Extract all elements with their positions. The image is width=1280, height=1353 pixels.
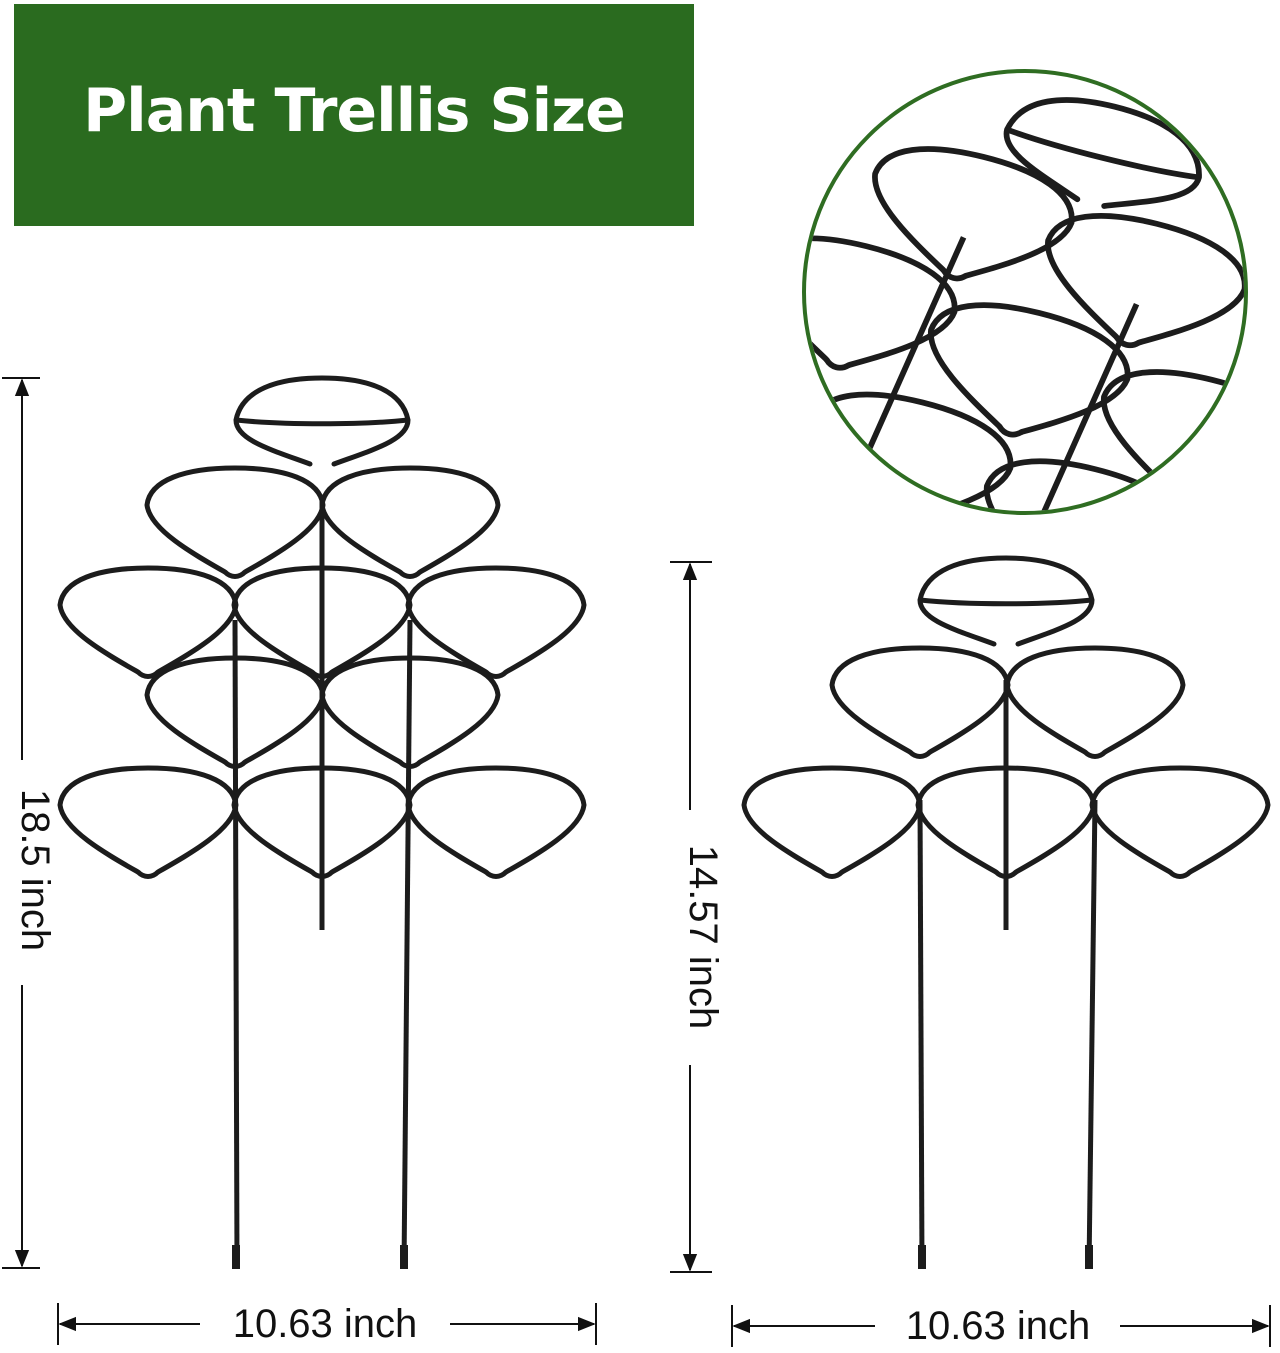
large-trellis bbox=[60, 378, 584, 1269]
banner-title: Plant Trellis Size bbox=[83, 76, 626, 146]
small-height-dimension: 14.57 inch bbox=[670, 561, 725, 1273]
small-height-label: 14.57 inch bbox=[681, 845, 725, 1030]
small-width-label: 10.63 inch bbox=[906, 1304, 1091, 1348]
large-height-label: 18.5 inch bbox=[13, 789, 57, 951]
large-width-label: 10.63 inch bbox=[233, 1302, 418, 1346]
detail-circle bbox=[802, 69, 1248, 515]
small-width-dimension: 10.63 inch bbox=[731, 1304, 1271, 1348]
large-width-dimension: 10.63 inch bbox=[57, 1302, 597, 1346]
large-height-dimension: 18.5 inch bbox=[2, 377, 57, 1269]
title-banner: Plant Trellis Size bbox=[14, 4, 694, 226]
small-trellis bbox=[744, 558, 1268, 1269]
